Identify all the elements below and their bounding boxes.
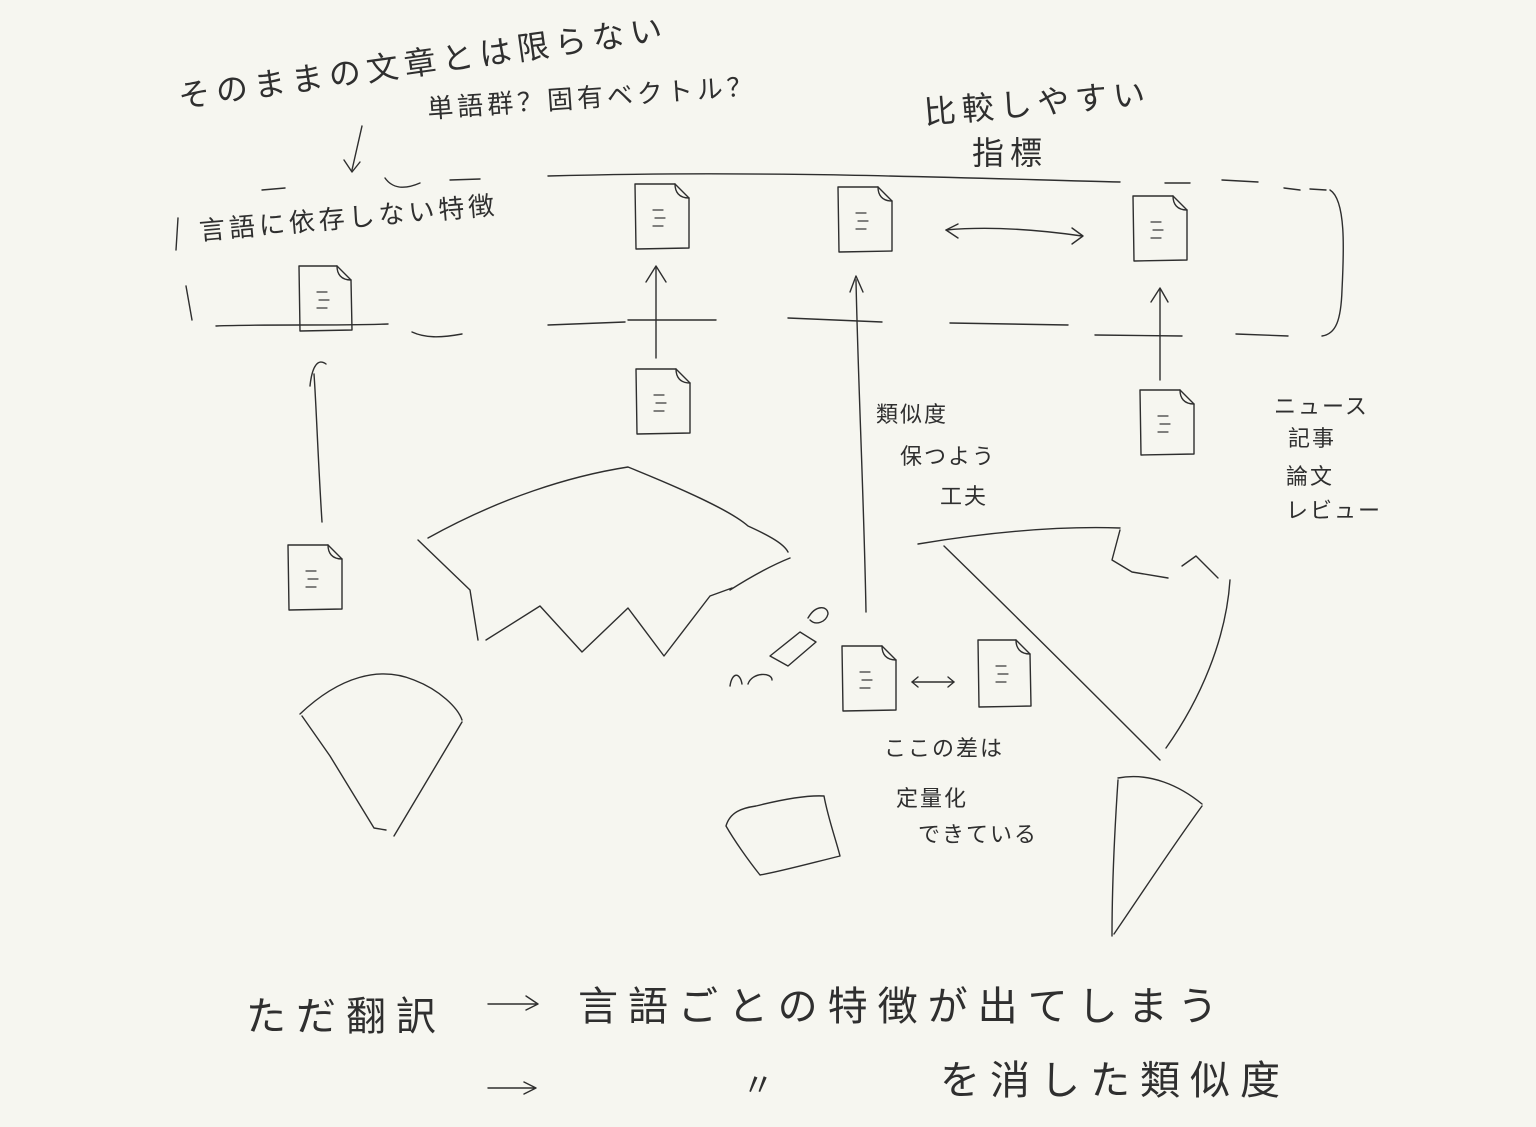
bottom-line2-ditto: 〃	[742, 1066, 780, 1104]
bottom-notes: ただ翻訳 言語ごとの特徴が出てしまう 〃 を消した類似度	[246, 984, 1290, 1104]
annotation-similarity-line2: 保つよう	[900, 445, 996, 470]
annotation-similarity-line3: 工夫	[940, 485, 988, 510]
annotation-language-independent-features: 言語に依存しない特徴	[198, 191, 499, 247]
annotation-difference-line3: できている	[918, 823, 1038, 848]
annotation-difference-line1: ここの差は	[884, 737, 1004, 762]
annotation-similarity-line1: 類似度	[876, 403, 948, 428]
document-icon	[635, 368, 691, 435]
document-icons	[287, 183, 1195, 712]
annotations: そのままの文章とは限らない 単語群？固有ベクトル？ 比較しやすい 指標 言語に依…	[176, 10, 1382, 848]
document-icon	[841, 645, 897, 712]
document-icon	[1139, 389, 1195, 456]
mapping-arrows	[309, 125, 1169, 688]
language-space-shapes	[299, 466, 1231, 937]
bottom-line2-right: を消した類似度	[940, 1058, 1290, 1104]
bottom-line1-left: ただ翻訳	[246, 994, 446, 1040]
feature-space-boundary	[175, 173, 1345, 338]
document-icon	[298, 265, 353, 332]
document-icon	[837, 186, 893, 253]
annotation-examples-line3: 論文	[1286, 465, 1334, 490]
annotation-top-left-line2: 単語群？固有ベクトル？	[426, 72, 757, 125]
arrow-right-icon	[487, 1081, 537, 1095]
document-icon	[287, 544, 343, 611]
annotation-examples-line2: 記事	[1288, 427, 1336, 452]
bottom-line1-right: 言語ごとの特徴が出てしまう	[578, 984, 1228, 1030]
document-icon	[977, 639, 1032, 708]
document-icon	[1132, 195, 1188, 262]
document-icon	[634, 183, 690, 250]
annotation-examples-line4: レビュー	[1286, 499, 1382, 524]
annotation-top-right-line1: 比較しやすい	[922, 74, 1152, 132]
arrow-right-icon	[487, 995, 539, 1011]
annotation-examples-line1: ニュース	[1274, 395, 1369, 420]
annotation-difference-line2: 定量化	[896, 787, 968, 812]
annotation-top-right-line2: 指標	[972, 134, 1048, 172]
